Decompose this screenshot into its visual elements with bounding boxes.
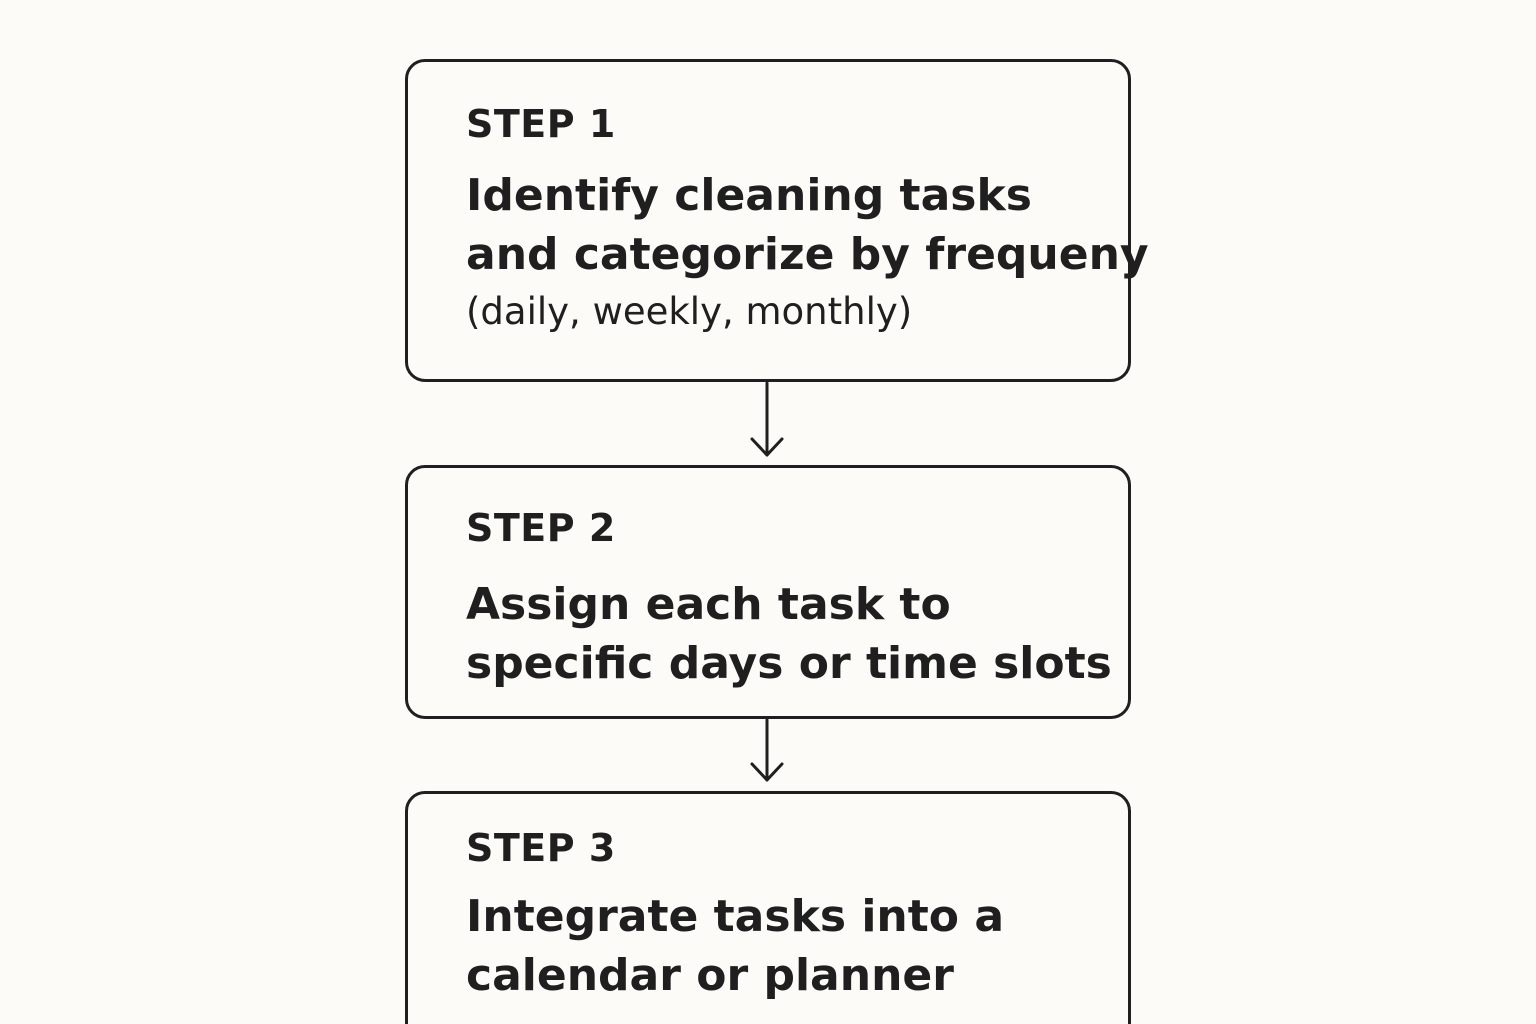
step-3-title-line-2: calendar or planner: [466, 950, 954, 1001]
step-1-title-line-1: Identify cleaning tasks: [466, 170, 1032, 221]
step-1-note: (daily, weekly, monthly): [466, 290, 913, 333]
step-1-title-line-2: and categorize by frequeny: [466, 229, 1149, 280]
arrow-1-head: [750, 437, 784, 457]
step-3-title-line-1: Integrate tasks into a: [466, 891, 1005, 942]
step-3-label: STEP 3: [466, 826, 616, 870]
step-1-label: STEP 1: [466, 102, 616, 146]
arrow-step-1-to-2: [750, 381, 784, 457]
step-2-label: STEP 2: [466, 506, 616, 550]
arrow-step-2-to-3: [750, 718, 784, 782]
step-2-title-line-1: Assign each task to: [466, 579, 951, 630]
step-1-box: STEP 1 Identify cleaning tasks and categ…: [405, 59, 1149, 382]
arrow-2-head: [750, 762, 784, 782]
step-3-box: STEP 3 Integrate tasks into a calendar o…: [405, 791, 1131, 1024]
step-2-box: STEP 2 Assign each task to specific days…: [405, 465, 1131, 719]
step-2-title-line-2: specific days or time slots: [466, 638, 1112, 689]
